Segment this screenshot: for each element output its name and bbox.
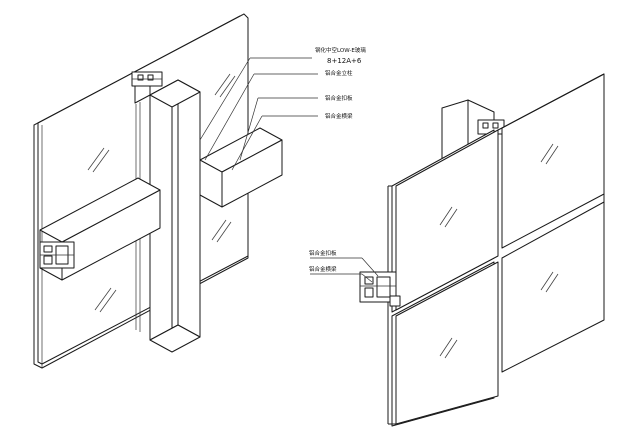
label-glass-spec: 钢化中空LOW-E玻璃 [315,46,366,54]
right-outer-frame [387,74,605,425]
left-leaders [199,57,318,171]
left-labels: 钢化中空LOW-E玻璃 8+12A+6 铝合金立柱 铝合金扣板 铝合金横梁 [315,46,366,120]
label-right-cap: 铝合金扣板 [309,249,337,257]
right-glass-reflections [439,143,559,359]
label-mullion: 铝合金立柱 [325,69,353,77]
label-glass-thickness: 8+12A+6 [327,57,362,65]
right-leaders [310,257,379,283]
right-labels: 铝合金扣板 铝合金横梁 [309,249,337,273]
left-glass-reflections [87,73,236,313]
left-transom [39,127,283,281]
right-glass-lower-left [391,261,499,427]
label-transom-beam: 铝合金横梁 [325,112,353,120]
right-glass-upper-right [497,73,605,249]
label-right-beam: 铝合金横梁 [309,265,337,273]
label-transom-cap: 铝合金扣板 [325,94,353,102]
left-mullion [131,71,201,353]
